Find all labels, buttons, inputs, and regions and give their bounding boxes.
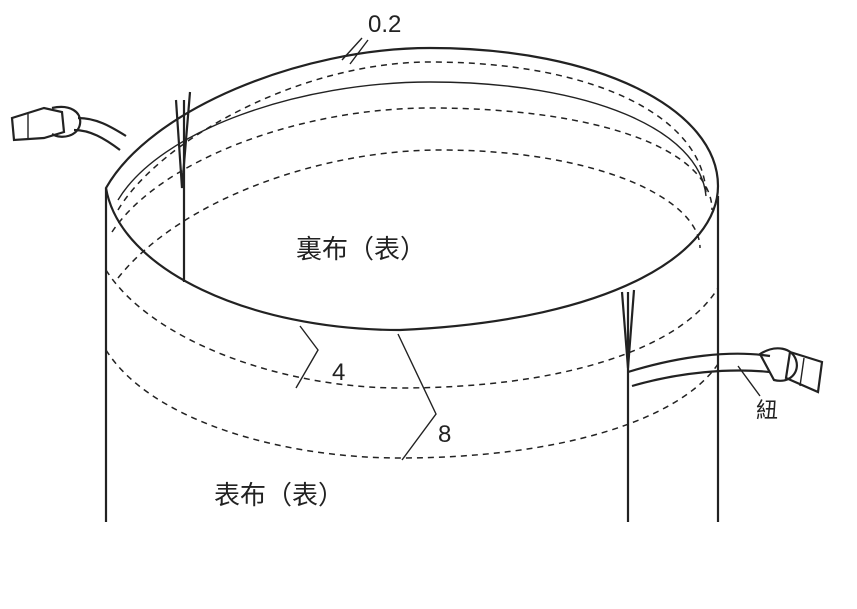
leader-cord bbox=[737, 365, 761, 397]
bag-rim-inner-back bbox=[117, 81, 707, 201]
cord-label: 紐 bbox=[756, 399, 778, 424]
outer-fabric-label: 表布（表） bbox=[214, 481, 344, 511]
measure-inner-label: 4 bbox=[332, 359, 345, 386]
stitch-line-8 bbox=[105, 349, 719, 459]
stitch-line-0.2 bbox=[117, 61, 707, 211]
lining-fabric-label: 裏布（表） bbox=[296, 235, 426, 265]
leader-4 bbox=[295, 325, 319, 389]
measure-edge-label: 0.2 bbox=[368, 11, 401, 38]
right-slit bbox=[620, 289, 636, 369]
cord-left bbox=[10, 105, 127, 151]
stitch-line-4 bbox=[105, 269, 719, 389]
leader-0.2 bbox=[341, 37, 369, 65]
stitch-line-back-mid bbox=[111, 107, 713, 233]
left-slit bbox=[174, 91, 192, 189]
measure-outer-label: 8 bbox=[438, 421, 451, 448]
leader-8 bbox=[397, 333, 437, 461]
cord-right bbox=[627, 347, 824, 394]
bag-rim-outer bbox=[104, 46, 720, 332]
stitch-line-back-low bbox=[117, 149, 701, 279]
